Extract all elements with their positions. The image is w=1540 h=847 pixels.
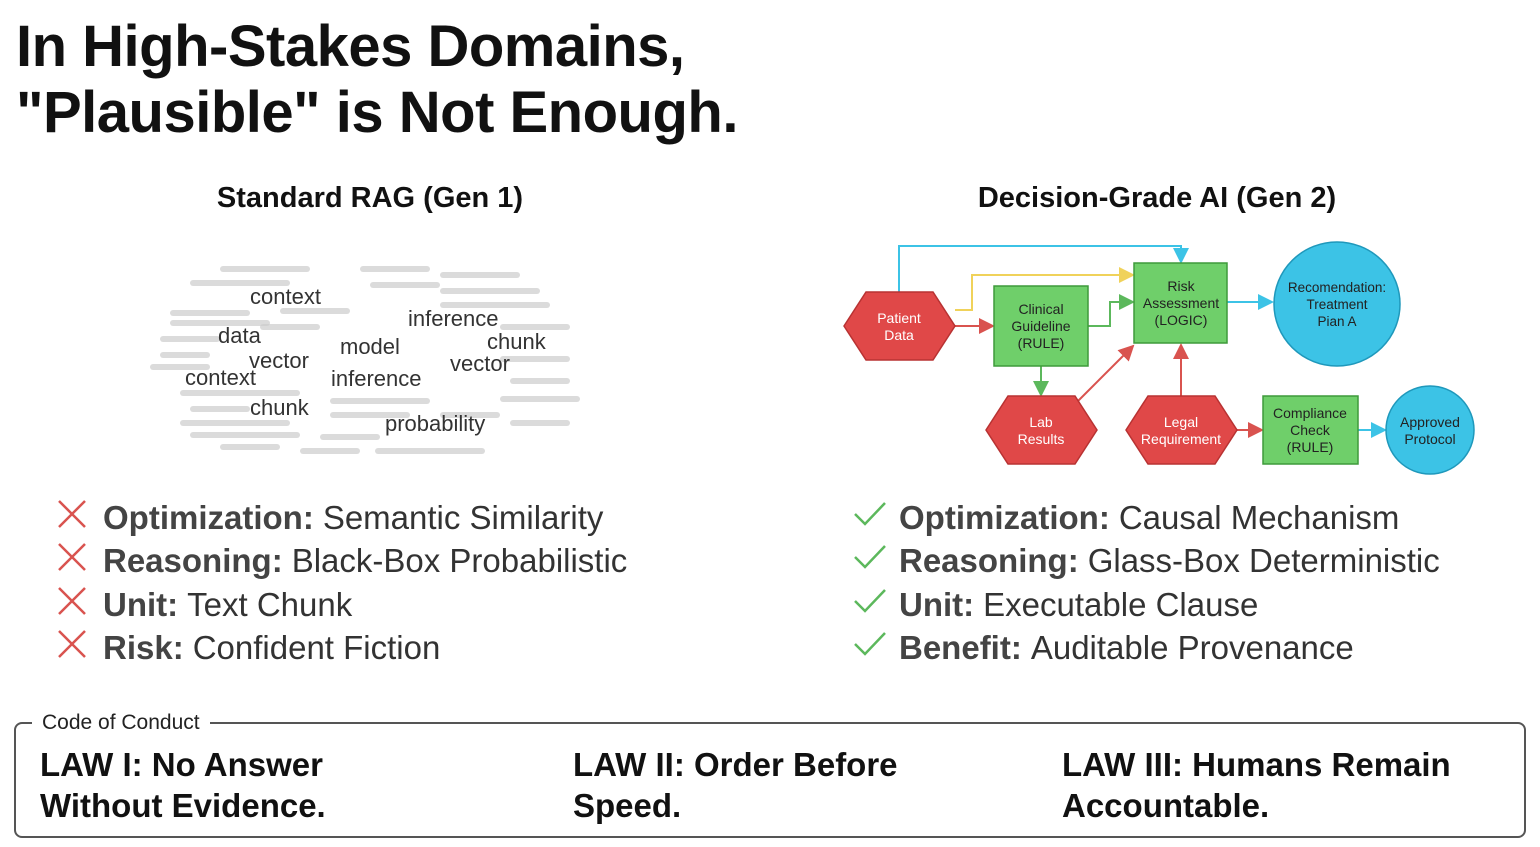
decision-grade-heading: Decision-Grade AI (Gen 2) — [977, 182, 1337, 214]
x-icon — [57, 542, 103, 580]
arrow-patient-to-risk — [898, 245, 1189, 292]
cloud-word: context — [185, 365, 256, 390]
list-item: Unit:Text Chunk — [57, 583, 627, 627]
cloud-word: vector — [249, 348, 309, 373]
x-icon — [57, 499, 103, 537]
standard-rag-heading: Standard RAG (Gen 1) — [216, 182, 524, 214]
list-item: Reasoning:Black-Box Probabilistic — [57, 540, 627, 584]
arrow-patient-to-risk-yellow — [955, 267, 1135, 311]
cloud-word: inference — [408, 306, 499, 331]
list-item: Unit:Executable Clause — [853, 583, 1440, 627]
page-title: In High-Stakes Domains,"Plausible" is No… — [16, 14, 738, 145]
list-item: Optimization:Causal Mechanism — [853, 496, 1440, 540]
check-icon — [853, 586, 899, 624]
list-item: Benefit:Auditable Provenance — [853, 627, 1440, 671]
arrow-clinical-to-risk — [1088, 294, 1135, 327]
cloud-word: probability — [385, 411, 486, 436]
x-icon — [57, 586, 103, 624]
arrow-lab-to-risk — [1074, 344, 1135, 405]
cloud-word: model — [340, 334, 400, 359]
list-item: Reasoning:Glass-Box Deterministic — [853, 540, 1440, 584]
cloud-word: chunk — [250, 395, 309, 420]
list-item: Optimization:Semantic Similarity — [57, 496, 627, 540]
cloud-word: vector — [450, 351, 510, 376]
gen1-bullet-list: Optimization:Semantic Similarity Reasoni… — [57, 496, 627, 670]
check-icon — [853, 629, 899, 667]
gen2-bullet-list: Optimization:Causal Mechanism Reasoning:… — [853, 496, 1440, 670]
list-item: Risk:Confident Fiction — [57, 627, 627, 671]
cloud-word: data — [218, 323, 261, 348]
check-icon — [853, 499, 899, 537]
cloud-word: inference — [331, 366, 422, 391]
word-cloud: context data model inference chunk vecto… — [150, 248, 580, 463]
x-icon — [57, 629, 103, 667]
cloud-word: chunk — [487, 329, 546, 354]
check-icon — [853, 542, 899, 580]
cloud-word: context — [250, 284, 321, 309]
code-of-conduct-legend: Code of Conduct — [32, 711, 210, 735]
